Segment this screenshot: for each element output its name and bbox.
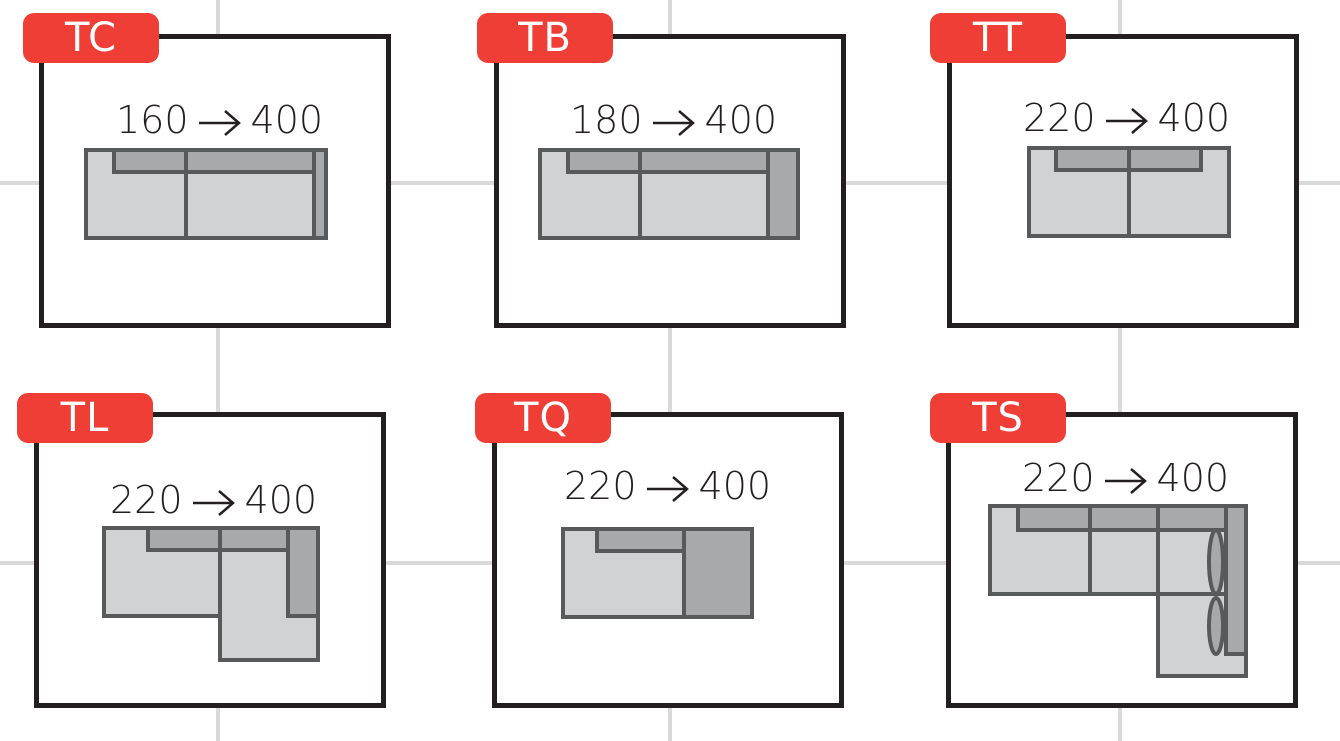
width-range: 220 400 [1023,96,1230,140]
right-arrow-icon [1105,107,1148,134]
sofa-plan-tt [1027,146,1231,238]
right-arrow-icon [652,109,695,136]
right-arrow-icon [192,489,235,516]
sofa-plan-tc [84,148,328,240]
grid-line [1118,0,1122,741]
sofa-plan-ts [988,504,1248,678]
width-range: 180 400 [570,98,777,142]
range-min: 160 [116,98,189,142]
range-max: 400 [244,478,318,522]
sofa-plan-tb [538,148,800,240]
model-code-tag: TS [930,393,1066,443]
range-min: 220 [1022,456,1095,500]
range-min: 180 [570,98,643,142]
grid-line [216,0,220,741]
sofa-plan-tq [561,527,754,619]
model-code-tag: TQ [475,393,611,443]
width-range: 220 400 [564,464,771,508]
grid-line [668,0,672,741]
range-min: 220 [110,478,183,522]
right-arrow-icon [198,109,241,136]
model-code-tag: TC [23,13,159,63]
right-arrow-icon [646,475,689,502]
range-max: 400 [1157,96,1231,140]
range-max: 400 [698,464,772,508]
range-max: 400 [250,98,324,142]
range-max: 400 [704,98,778,142]
width-range: 220 400 [110,478,317,522]
model-code-tag: TT [930,13,1066,63]
model-code-tag: TB [477,13,613,63]
width-range: 220 400 [1022,456,1229,500]
range-max: 400 [1156,456,1230,500]
right-arrow-icon [1104,467,1147,494]
sofa-plan-tl [102,526,320,662]
model-code-tag: TL [17,393,153,443]
range-min: 220 [564,464,637,508]
range-min: 220 [1023,96,1096,140]
width-range: 160 400 [116,98,323,142]
